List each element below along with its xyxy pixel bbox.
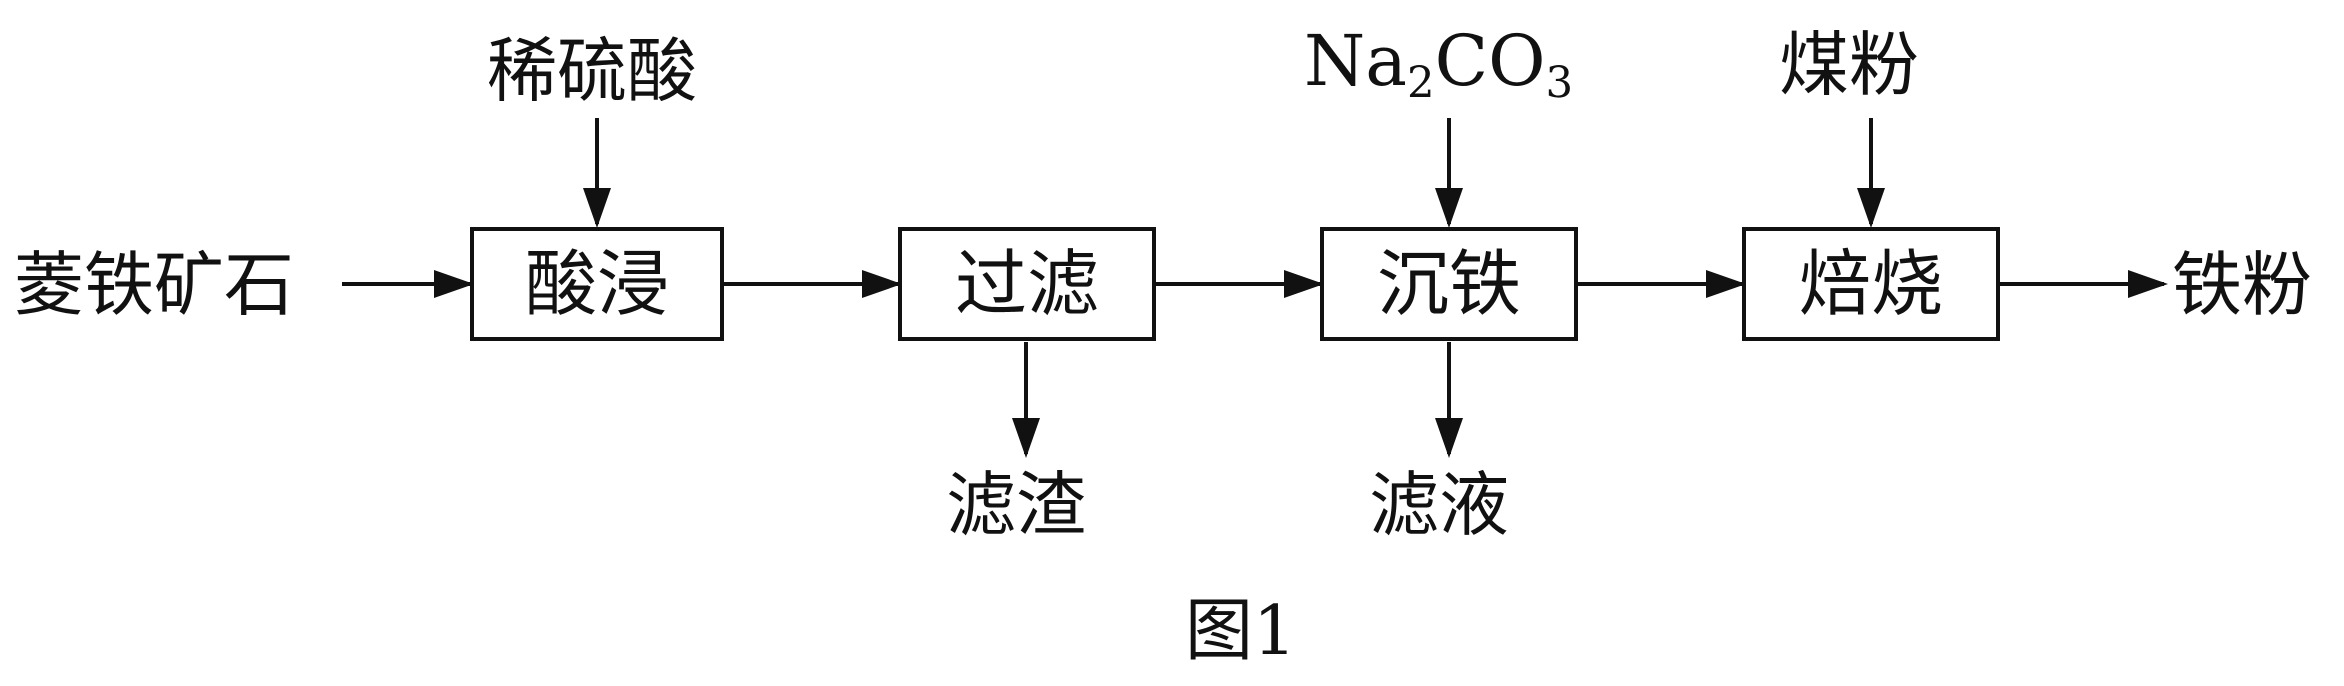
step-filter-box: 过滤 — [898, 227, 1156, 341]
step-precipitate-iron-box: 沉铁 — [1320, 227, 1578, 341]
formula-part-co: CO — [1434, 20, 1546, 102]
product-iron-powder: 铁粉 — [2172, 244, 2312, 326]
output-filter-residue: 滤渣 — [946, 464, 1086, 546]
output-filtrate: 滤液 — [1369, 464, 1509, 546]
reagent-dilute-sulfuric-acid: 稀硫酸 — [487, 30, 697, 112]
reagent-sodium-carbonate: Na2CO3 — [1304, 26, 1573, 106]
step-roast-box: 焙烧 — [1742, 227, 2000, 341]
figure-caption: 图1 — [1185, 592, 1297, 671]
step-acid-leach-box: 酸浸 — [470, 227, 724, 341]
step-precipitate-iron-label: 沉铁 — [1376, 242, 1521, 326]
step-filter-label: 过滤 — [954, 242, 1099, 326]
formula-part-na: Na — [1304, 20, 1407, 102]
step-acid-leach-label: 酸浸 — [524, 242, 669, 326]
formula-sub-2: 2 — [1406, 58, 1435, 109]
input-siderite-ore: 菱铁矿石 — [14, 244, 294, 326]
step-roast-label: 焙烧 — [1798, 242, 1943, 326]
formula-sub-3: 3 — [1545, 58, 1574, 109]
reagent-coal-powder: 煤粉 — [1779, 24, 1919, 106]
